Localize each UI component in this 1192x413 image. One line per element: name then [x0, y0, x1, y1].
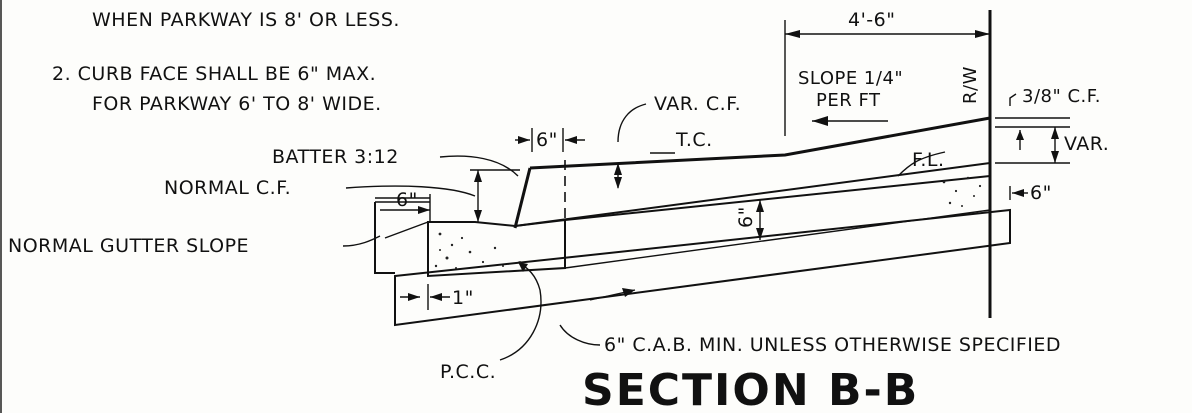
six-left-text: 6"	[396, 189, 418, 211]
var-cf-arrow-up	[614, 163, 622, 175]
six-top-arrow-left	[518, 136, 530, 144]
normal-gutter-text: NORMAL GUTTER SLOPE	[8, 235, 249, 257]
var-arrow-down	[1051, 151, 1059, 163]
dim-arrow-right	[975, 30, 990, 38]
var-cf-text: VAR. C.F.	[654, 93, 741, 115]
six-right-arrow	[1012, 189, 1024, 197]
sidewalk-bottom-line	[564, 175, 991, 221]
cab-leader	[559, 324, 601, 346]
note-line-3: FOR PARKWAY 6' TO 8' WIDE.	[92, 93, 382, 115]
note-line-1: WHEN PARKWAY IS 8' OR LESS.	[92, 9, 400, 31]
var-cf-arrow-down	[614, 177, 622, 189]
normal-cf-arrow-down	[474, 210, 482, 222]
var-cf-leader	[617, 103, 647, 143]
curb-face-batter	[513, 167, 532, 229]
one-inch-text: 1"	[452, 287, 474, 309]
pcc-gutter-section	[427, 218, 566, 278]
var-arrow-up	[1051, 127, 1059, 139]
sidewalk-subgrade-line	[564, 209, 991, 269]
base-slab-arrow-head	[622, 288, 635, 297]
pcc-arrow	[518, 262, 528, 272]
dim-arrow-left	[785, 30, 800, 38]
cab-text: 6" C.A.B. MIN. UNLESS OTHERWISE SPECIFIE…	[604, 334, 1061, 356]
pcc-text: P.C.C.	[440, 361, 496, 383]
rw-label: R/W	[960, 66, 981, 104]
section-title: SECTION B-B	[582, 365, 919, 413]
var-text: VAR.	[1064, 133, 1109, 155]
pcc-leader	[499, 261, 542, 361]
note-line-2: 2. CURB FACE SHALL BE 6" MAX.	[52, 63, 376, 85]
cf-38-text: 3/8" C.F.	[1022, 86, 1101, 107]
batter-leader	[439, 155, 519, 177]
six-vert-arrow-up	[756, 200, 764, 212]
var-small-arrow	[1016, 130, 1024, 140]
six-top-text: 6"	[536, 129, 558, 151]
six-top-arrow-right	[565, 136, 577, 144]
slope-text-1: SLOPE 1/4"	[798, 68, 903, 89]
slope-text-2: PER FT	[816, 90, 881, 111]
six-vert-text: 6"	[735, 206, 757, 228]
cf-38-leader	[1009, 93, 1017, 106]
normal-cf-text: NORMAL C.F.	[164, 177, 291, 199]
dim-4-6-text: 4'-6"	[848, 9, 896, 31]
normal-cf-arrow-up	[474, 170, 482, 182]
normal-gutter-leader	[342, 235, 381, 247]
gutter-slope-line	[384, 221, 429, 239]
six-vert-arrow-down	[756, 228, 764, 240]
fl-text: F.L.	[912, 149, 945, 171]
normal-cf-leader	[345, 185, 476, 197]
flow-line	[514, 162, 991, 227]
batter-text: BATTER 3:12	[272, 146, 399, 168]
cab-base-slab	[394, 208, 1011, 327]
one-inch-arrow	[408, 293, 420, 301]
fl-leader	[897, 151, 946, 177]
six-right-text: 6"	[1030, 182, 1052, 204]
slope-arrow-head	[812, 116, 828, 126]
top-of-curb-line	[529, 116, 991, 170]
curb-back-edge	[374, 202, 395, 274]
tc-text: T.C.	[675, 129, 713, 151]
one-inch-arrow-right	[430, 293, 442, 301]
